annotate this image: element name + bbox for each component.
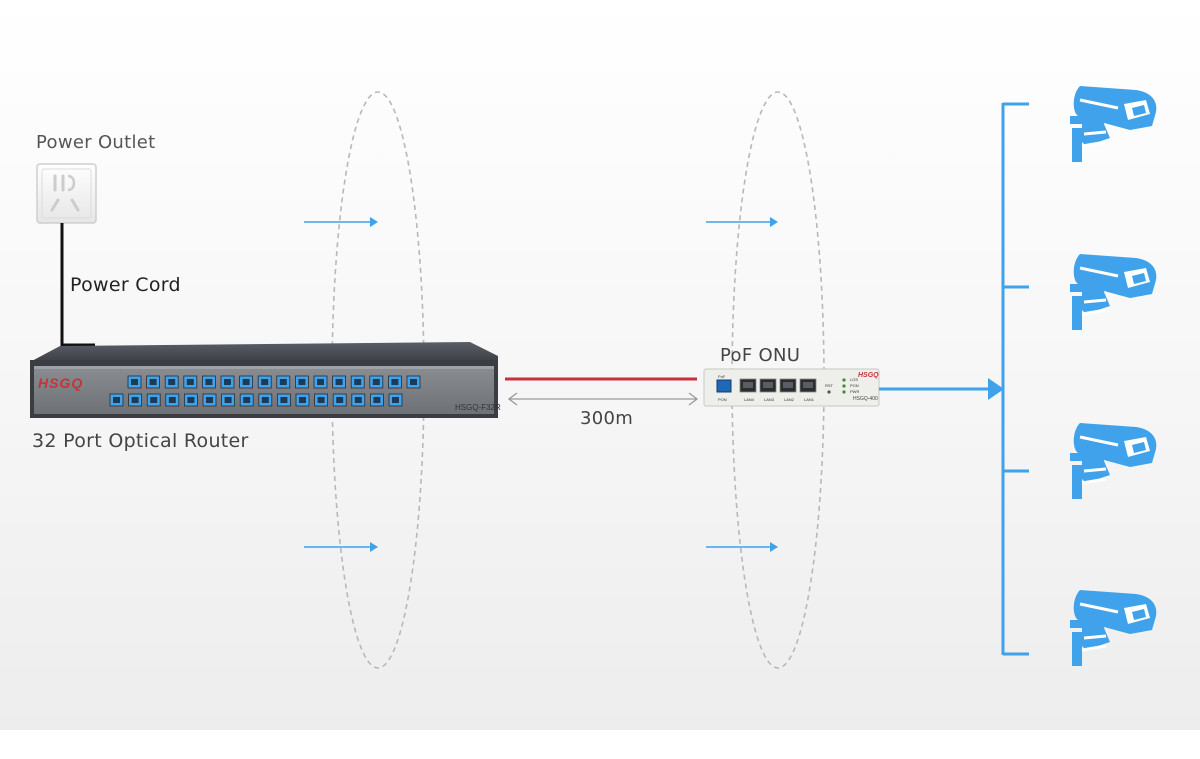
arrow-right-icon <box>706 542 778 552</box>
onu-lan-label: LAN2 <box>784 397 795 402</box>
network-diagram <box>30 84 1158 669</box>
power-outlet-label: Power Outlet <box>36 132 156 153</box>
sfp-port-slot <box>242 379 250 385</box>
sfp-port-slot <box>392 397 399 403</box>
router-model-label: HSGQ-F32R <box>455 403 501 412</box>
sfp-port-slot <box>168 397 176 403</box>
sfp-port-slot <box>336 397 344 403</box>
distance-label: 300m <box>580 408 634 429</box>
sfp-port-slot <box>317 379 324 385</box>
lan-port-jack <box>763 382 773 388</box>
sfp-port-slot <box>410 379 417 385</box>
sfp-port-slot <box>317 397 325 403</box>
pof-onu-device <box>703 368 880 407</box>
onu-lan-label: LAN3 <box>764 397 775 402</box>
arrow-right-icon <box>304 542 378 552</box>
sfp-port-slot <box>224 397 232 403</box>
onu-indicator-label: PWR <box>850 389 860 394</box>
sfp-port-slot <box>131 397 139 403</box>
power-cord-label: Power Cord <box>70 274 181 296</box>
distance-arrow <box>507 392 699 406</box>
sfp-port-slot <box>113 397 120 403</box>
onu-indicator-label: LOS <box>850 377 859 382</box>
sfp-port-slot <box>299 397 306 403</box>
sfp-port-slot <box>391 379 399 385</box>
onu-indicator-label: PON <box>850 383 859 388</box>
arrow-right-icon <box>304 217 378 227</box>
onu-lan-label: LAN4 <box>744 397 755 402</box>
camera-bus-bracket <box>1001 102 1029 656</box>
sfp-port-slot <box>280 397 288 403</box>
sfp-port-slot <box>279 379 287 385</box>
onu-pon-label: PON <box>718 397 727 402</box>
sfp-port-slot <box>354 397 362 403</box>
sfp-port-slot <box>261 379 269 385</box>
router-label: 32 Port Optical Router <box>32 430 249 452</box>
power-cord <box>60 223 95 347</box>
sfp-port-slot <box>131 379 138 385</box>
onu-brand-logo: HSGQ <box>858 372 879 379</box>
onu-model-label: HSGQ-400 <box>853 396 878 402</box>
lan-port-jack <box>803 382 813 388</box>
router-brand-logo: HSGQ <box>38 375 84 391</box>
onu-label: PoF ONU <box>720 345 801 366</box>
sfp-port-slot <box>150 397 158 403</box>
sfp-port-slot <box>186 379 194 385</box>
sfp-port-slot <box>354 379 362 385</box>
arrow-right-icon <box>988 378 1004 400</box>
sfp-port-slot <box>243 397 251 403</box>
optical-router <box>30 342 498 418</box>
sfp-port-slot <box>149 379 157 385</box>
onu-lan-label: LAN1 <box>804 397 815 402</box>
sfp-port-slot <box>298 379 306 385</box>
cctv-camera-icon <box>1068 252 1158 332</box>
cctv-camera-icon <box>1068 84 1158 164</box>
sfp-port-slot <box>335 379 343 385</box>
sfp-port-slot <box>261 397 269 403</box>
arrow-right-icon <box>706 217 778 227</box>
bottom-strip <box>0 730 1200 759</box>
lan-port-jack <box>783 382 793 388</box>
power-socket-icon <box>36 163 97 224</box>
sfp-port-slot <box>373 397 381 403</box>
cctv-camera-icon <box>1068 421 1158 501</box>
sfp-port-slot <box>372 379 380 385</box>
sfp-port-slot <box>224 379 231 385</box>
router-ports-bottom <box>109 393 403 407</box>
sfp-port-slot <box>206 397 213 403</box>
sfp-port-slot <box>205 379 213 385</box>
cctv-camera-icon <box>1068 588 1158 668</box>
sfp-port-slot <box>187 397 195 403</box>
sfp-port-slot <box>168 379 176 385</box>
router-ports-top <box>127 375 421 389</box>
lan-port-jack <box>743 382 753 388</box>
onu-pof-label: PoF <box>718 374 726 379</box>
onu-rst-label: RST <box>825 383 833 388</box>
